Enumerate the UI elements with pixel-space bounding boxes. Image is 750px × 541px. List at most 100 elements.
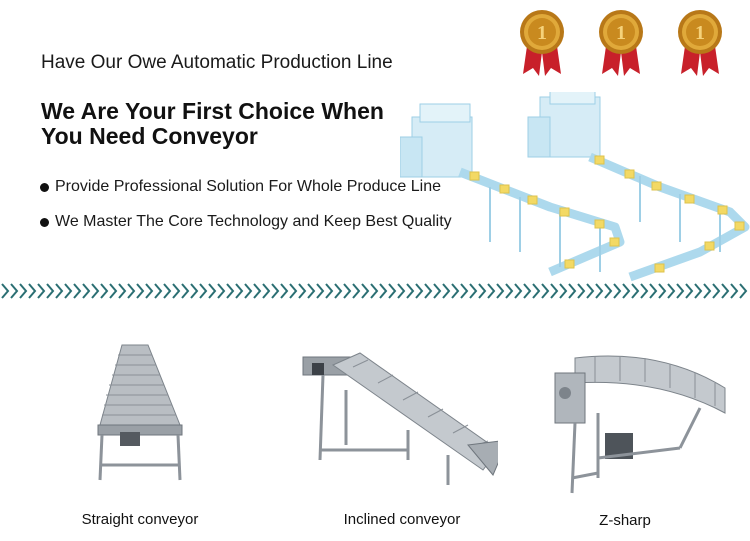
chevron-right-icon bbox=[622, 283, 631, 299]
chevron-right-icon bbox=[424, 283, 433, 299]
chevron-right-icon bbox=[118, 283, 127, 299]
chevron-right-icon bbox=[10, 283, 19, 299]
chevron-right-icon bbox=[667, 283, 676, 299]
chevron-right-icon bbox=[388, 283, 397, 299]
chevron-right-icon bbox=[262, 283, 271, 299]
chevron-right-icon bbox=[253, 283, 262, 299]
medal-label: 1 bbox=[695, 22, 705, 44]
tagline: Have Our Owe Automatic Production Line bbox=[41, 52, 393, 73]
bullet-text: We Master The Core Technology and Keep B… bbox=[55, 213, 452, 230]
chevron-right-icon bbox=[577, 283, 586, 299]
product-caption: Z-sharp bbox=[599, 512, 651, 529]
chevron-right-icon bbox=[154, 283, 163, 299]
chevron-right-icon bbox=[100, 283, 109, 299]
chevron-right-icon bbox=[334, 283, 343, 299]
chevron-right-icon bbox=[37, 283, 46, 299]
chevron-right-icon bbox=[370, 283, 379, 299]
chevron-right-icon bbox=[586, 283, 595, 299]
chevron-right-icon bbox=[640, 283, 649, 299]
chevron-right-icon bbox=[298, 283, 307, 299]
chevron-right-icon bbox=[433, 283, 442, 299]
chevron-right-icon bbox=[559, 283, 568, 299]
bullet-item: Provide Professional Solution For Whole … bbox=[40, 178, 441, 196]
chevron-right-icon bbox=[199, 283, 208, 299]
chevron-right-icon bbox=[514, 283, 523, 299]
chevron-right-icon bbox=[19, 283, 28, 299]
chevron-right-icon bbox=[487, 283, 496, 299]
product-caption: Inclined conveyor bbox=[343, 511, 461, 528]
chevron-right-icon bbox=[604, 283, 613, 299]
chevron-right-icon bbox=[469, 283, 478, 299]
chevron-right-icon bbox=[658, 283, 667, 299]
chevron-right-icon bbox=[73, 283, 82, 299]
chevron-right-icon bbox=[532, 283, 541, 299]
chevron-right-icon bbox=[28, 283, 37, 299]
inclined-conveyor-image bbox=[302, 352, 498, 485]
chevron-right-icon bbox=[46, 283, 55, 299]
chevron-right-icon bbox=[325, 283, 334, 299]
chevron-right-icon bbox=[271, 283, 280, 299]
chevron-right-icon bbox=[226, 283, 235, 299]
chevron-right-icon bbox=[460, 283, 469, 299]
gold-medal-icon: 1 bbox=[520, 10, 564, 76]
chevron-right-icon bbox=[136, 283, 145, 299]
chevron-right-icon bbox=[406, 283, 415, 299]
chevron-right-icon bbox=[415, 283, 424, 299]
chevron-right-icon bbox=[352, 283, 361, 299]
chevron-right-icon bbox=[730, 283, 739, 299]
chevron-right-icon bbox=[343, 283, 352, 299]
chevron-right-icon bbox=[541, 283, 550, 299]
chevron-right-icon bbox=[631, 283, 640, 299]
chevron-right-icon bbox=[91, 283, 100, 299]
chevron-right-icon bbox=[451, 283, 460, 299]
bullet-text: Provide Professional Solution For Whole … bbox=[55, 178, 441, 195]
production-line-illustration bbox=[400, 92, 750, 282]
chevron-right-icon bbox=[82, 283, 91, 299]
chevron-right-icon bbox=[181, 283, 190, 299]
chevron-right-icon bbox=[217, 283, 226, 299]
chevron-right-icon bbox=[496, 283, 505, 299]
product-caption: Straight conveyor bbox=[81, 511, 199, 528]
headline-line-1: We Are Your First Choice When bbox=[41, 98, 384, 124]
chevron-right-icon bbox=[442, 283, 451, 299]
medal-label: 1 bbox=[537, 22, 547, 44]
chevron-right-icon bbox=[1, 283, 10, 299]
chevron-right-icon bbox=[739, 283, 748, 299]
chevron-right-icon bbox=[109, 283, 118, 299]
chevron-right-icon bbox=[190, 283, 199, 299]
gold-medal-icon: 1 bbox=[599, 10, 643, 76]
chevron-right-icon bbox=[208, 283, 217, 299]
straight-conveyor-image bbox=[97, 344, 183, 481]
chevron-right-icon bbox=[550, 283, 559, 299]
chevron-right-icon bbox=[244, 283, 253, 299]
bullet-item: We Master The Core Technology and Keep B… bbox=[40, 213, 452, 231]
chevron-right-icon bbox=[505, 283, 514, 299]
chevron-right-icon bbox=[568, 283, 577, 299]
chevron-right-icon bbox=[163, 283, 172, 299]
chevron-right-icon bbox=[523, 283, 532, 299]
chevron-divider bbox=[1, 283, 748, 299]
chevron-right-icon bbox=[172, 283, 181, 299]
chevron-right-icon bbox=[379, 283, 388, 299]
chevron-right-icon bbox=[316, 283, 325, 299]
bullet-dot-icon bbox=[40, 217, 49, 227]
curved-conveyor-image bbox=[554, 355, 726, 494]
chevron-right-icon bbox=[712, 283, 721, 299]
chevron-right-icon bbox=[64, 283, 73, 299]
chevron-right-icon bbox=[703, 283, 712, 299]
chevron-right-icon bbox=[361, 283, 370, 299]
headline: We Are Your First Choice When You Need C… bbox=[41, 99, 384, 149]
chevron-right-icon bbox=[55, 283, 64, 299]
chevron-right-icon bbox=[721, 283, 730, 299]
bullet-dot-icon bbox=[40, 182, 49, 192]
chevron-right-icon bbox=[649, 283, 658, 299]
chevron-right-icon bbox=[235, 283, 244, 299]
chevron-right-icon bbox=[289, 283, 298, 299]
chevron-right-icon bbox=[613, 283, 622, 299]
chevron-right-icon bbox=[397, 283, 406, 299]
chevron-right-icon bbox=[280, 283, 289, 299]
gold-medal-icon: 1 bbox=[678, 10, 722, 76]
chevron-right-icon bbox=[685, 283, 694, 299]
chevron-right-icon bbox=[478, 283, 487, 299]
chevron-right-icon bbox=[307, 283, 316, 299]
